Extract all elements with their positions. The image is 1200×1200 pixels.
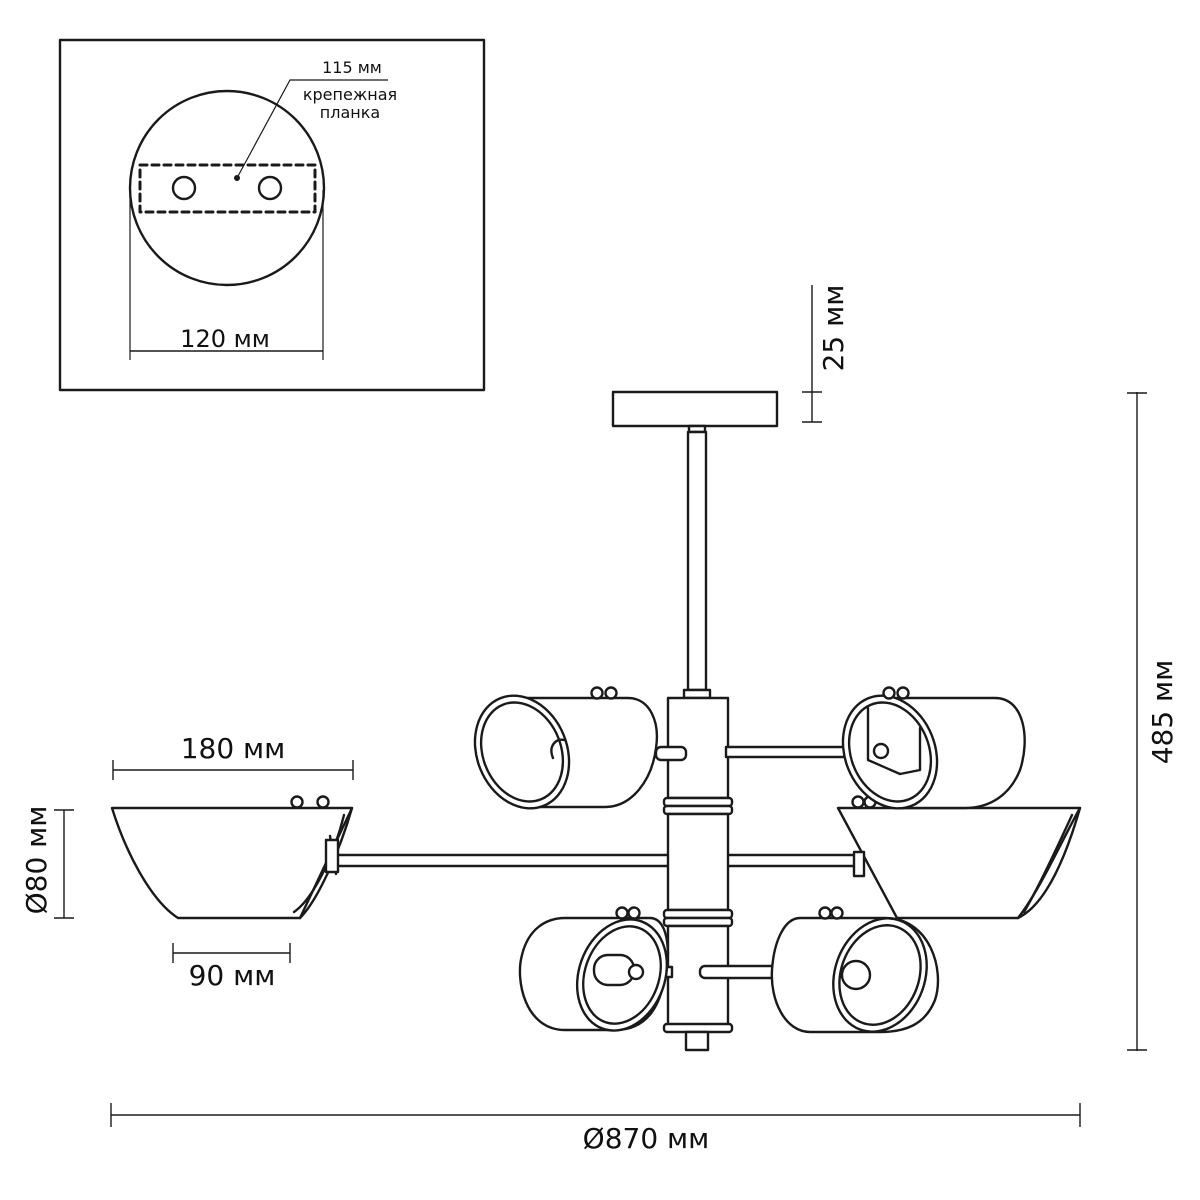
plate-leader-line [236, 79, 388, 179]
plate-width-label: 115 мм [322, 58, 382, 77]
plate-label-line1: крепежная [303, 85, 397, 104]
column-middle [666, 812, 730, 912]
chandelier [110, 390, 1082, 1052]
shade-dimensions: 180 мм Ø80 мм 90 мм [20, 732, 354, 992]
plate-label-line2: планка [320, 103, 380, 122]
main-arm [328, 853, 862, 868]
shade-diameter-label: Ø80 мм [20, 806, 53, 915]
canopy-circle [128, 89, 326, 287]
lower-right-arm [698, 964, 782, 980]
canopy [611, 390, 779, 428]
canopy-height-label: 25 мм [817, 285, 850, 372]
mounting-plate-outline [138, 163, 317, 214]
mounting-plate-inset: 115 мм крепежная планка 120 мм [58, 38, 486, 392]
mounting-hole-left [171, 175, 197, 201]
inset-frame [58, 38, 486, 392]
total-height-dimension: 485 мм [1127, 392, 1179, 1051]
suspension-rod [686, 430, 708, 692]
canopy-height-dimension: 25 мм [802, 285, 850, 423]
overall-diameter-label: Ø870 мм [583, 1122, 710, 1155]
small-shade-upper-right [841, 686, 1026, 810]
large-shade-left [110, 795, 354, 920]
shade-opening-label: 90 мм [189, 959, 276, 992]
small-shade-upper-left [473, 686, 659, 810]
small-shade-lower-right [770, 906, 940, 1034]
mounting-hole-right [257, 175, 283, 201]
canopy-diameter-label: 120 мм [180, 325, 270, 353]
total-height-label: 485 мм [1146, 660, 1179, 765]
large-shade-right [836, 795, 1082, 920]
column-finial [684, 1030, 710, 1052]
overall-diameter-dimension: Ø870 мм [110, 1103, 1081, 1155]
shade-length-label: 180 мм [181, 732, 286, 765]
small-shade-lower-left [518, 906, 670, 1032]
